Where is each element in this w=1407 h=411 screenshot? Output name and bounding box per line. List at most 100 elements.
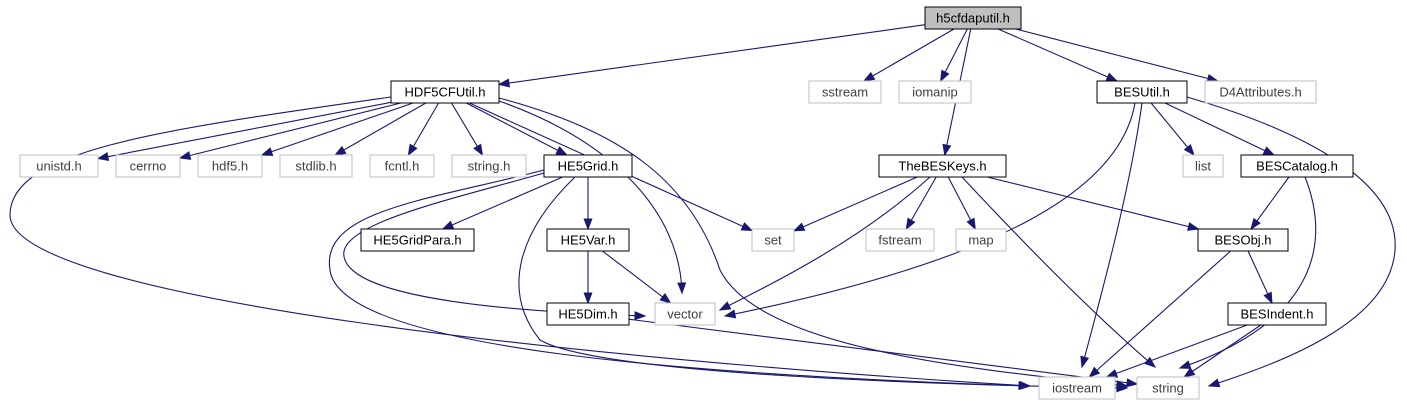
arrowhead-besindent-to-iostream [1105, 369, 1119, 378]
arrowhead-besutil-to-iostream [1080, 355, 1090, 369]
node-label-besutil: BESUtil.h [1114, 85, 1170, 100]
node-label-bescatalog: BESCatalog.h [1256, 159, 1338, 174]
node-bescatalog[interactable]: BESCatalog.h [1240, 154, 1354, 178]
arrowhead-h5cfdaputil-to-besutil [1105, 72, 1119, 82]
node-box-vector [654, 302, 716, 326]
node-stdlib: stdlib.h [279, 154, 353, 178]
node-box-sstream [808, 80, 882, 104]
edge-hdf5cfutil-to-unistd [97, 101, 392, 160]
arrowhead-bescatalog-to-string [1178, 360, 1192, 369]
arrowhead-hdf5cfutil-to-stringh [473, 143, 484, 157]
node-label-he5grid: HE5Grid.h [558, 159, 619, 174]
arrowhead-he5grid-to-iostream [1018, 381, 1031, 391]
edges-layer [9, 24, 1396, 393]
node-box-string [1136, 376, 1200, 400]
edge-hdf5cfutil-to-iostream [9, 96, 1031, 387]
node-hdf5cfutil[interactable]: HDF5CFUtil.h [390, 80, 500, 104]
arrowhead-bescatalog-to-besobj [1250, 217, 1261, 231]
arrowhead-hdf5cfutil-to-vector [677, 282, 687, 295]
arrowhead-thebeskeys-to-set [792, 222, 806, 232]
arrowhead-h5cfdaputil-to-sstream [862, 71, 876, 82]
node-besobj[interactable]: BESObj.h [1197, 228, 1289, 252]
edge-hdf5cfutil-to-hdf5 [261, 102, 414, 156]
node-iomanip: iomanip [898, 80, 972, 104]
node-label-he5var: HE5Var.h [561, 233, 616, 248]
node-box-map [955, 228, 1007, 252]
node-box-he5gridpara [360, 228, 475, 252]
edge-bescatalog-to-string [1179, 176, 1317, 369]
edge-hdf5cfutil-to-vector [498, 100, 683, 294]
node-box-list [1182, 154, 1224, 178]
node-fstream: fstream [865, 228, 935, 252]
node-label-list: list [1195, 159, 1211, 174]
arrowhead-thebeskeys-to-fstream [905, 217, 916, 231]
edge-thebeskeys-to-besobj [987, 176, 1199, 230]
node-box-iostream [1038, 376, 1116, 400]
node-sstream: sstream [808, 80, 882, 104]
node-set: set [751, 228, 795, 252]
arrowhead-hdf5cfutil-to-fcntl [407, 143, 418, 157]
node-label-cerrno: cerrno [130, 159, 167, 174]
arrowhead-besobj-to-besindent [1263, 291, 1273, 305]
node-box-fstream [865, 228, 935, 252]
node-label-iomanip: iomanip [912, 85, 958, 100]
edge-h5cfdaputil-to-d4attributes [1015, 28, 1218, 82]
edge-thebeskeys-to-string [961, 176, 1156, 368]
arrowhead-h5cfdaputil-to-thebeskeys [942, 143, 952, 157]
node-he5grid[interactable]: HE5Grid.h [543, 154, 633, 178]
node-box-hdf5 [197, 154, 263, 178]
arrowhead-hdf5cfutil-to-hdf5 [260, 147, 274, 156]
node-cerrno: cerrno [115, 154, 181, 178]
edge-besutil-to-list [1150, 102, 1195, 156]
node-he5var[interactable]: HE5Var.h [546, 228, 630, 252]
node-box-thebeskeys [878, 154, 1007, 178]
node-box-bescatalog [1240, 154, 1354, 178]
node-label-besindent: BESIndent.h [1241, 307, 1314, 322]
node-label-d4attributes: D4Attributes.h [1219, 85, 1301, 100]
node-box-he5grid [543, 154, 633, 178]
edge-he5grid-to-vector [343, 172, 646, 317]
node-h5cfdaputil[interactable]: h5cfdaputil.h [924, 6, 1022, 30]
node-d4attributes: D4Attributes.h [1204, 80, 1317, 104]
edge-hdf5cfutil-to-string [498, 97, 1128, 387]
arrowhead-hdf5cfutil-to-set [740, 222, 754, 232]
edge-bescatalog-to-besobj [1250, 176, 1290, 230]
arrowhead-hdf5cfutil-to-unistd [96, 152, 110, 161]
edge-h5cfdaputil-to-sstream [863, 28, 955, 82]
edge-besutil-to-string [1186, 96, 1396, 387]
arrowhead-besutil-to-vector [723, 309, 737, 319]
node-box-he5dim [546, 302, 630, 326]
node-besindent[interactable]: BESIndent.h [1227, 302, 1327, 326]
arrowhead-hdf5cfutil-to-he5grid [555, 146, 568, 156]
edge-besindent-to-string [1183, 324, 1262, 378]
edge-besutil-to-bescatalog [1164, 102, 1275, 156]
node-he5dim[interactable]: HE5Dim.h [546, 302, 630, 326]
edge-he5grid-to-iostream [328, 169, 1030, 387]
node-hdf5: hdf5.h [197, 154, 263, 178]
arrowhead-he5grid-to-string [1116, 383, 1129, 393]
node-iostream: iostream [1038, 376, 1116, 400]
arrowhead-thebeskeys-to-map [966, 217, 976, 231]
node-label-hdf5: hdf5.h [212, 159, 248, 174]
edge-thebeskeys-to-vector [719, 176, 931, 311]
node-he5gridpara[interactable]: HE5GridPara.h [360, 228, 475, 252]
node-box-he5var [546, 228, 630, 252]
node-box-d4attributes [1204, 80, 1317, 104]
node-thebeskeys[interactable]: TheBESKeys.h [878, 154, 1007, 178]
arrowhead-hdf5cfutil-to-stdlib [333, 145, 347, 156]
arrowhead-h5cfdaputil-to-iomanip [940, 69, 950, 83]
node-unistd: unistd.h [19, 154, 99, 178]
node-label-besobj: BESObj.h [1214, 233, 1271, 248]
node-stringh: string.h [451, 154, 527, 178]
node-besutil[interactable]: BESUtil.h [1096, 80, 1188, 104]
node-box-unistd [19, 154, 99, 178]
node-box-besutil [1096, 80, 1188, 104]
arrowhead-he5var-to-vector [659, 293, 672, 304]
node-label-set: set [764, 233, 782, 248]
node-label-stringh: string.h [468, 159, 511, 174]
edge-thebeskeys-to-set [793, 176, 918, 232]
arrowhead-he5dim-to-string [1126, 378, 1139, 388]
node-map: map [955, 228, 1007, 252]
